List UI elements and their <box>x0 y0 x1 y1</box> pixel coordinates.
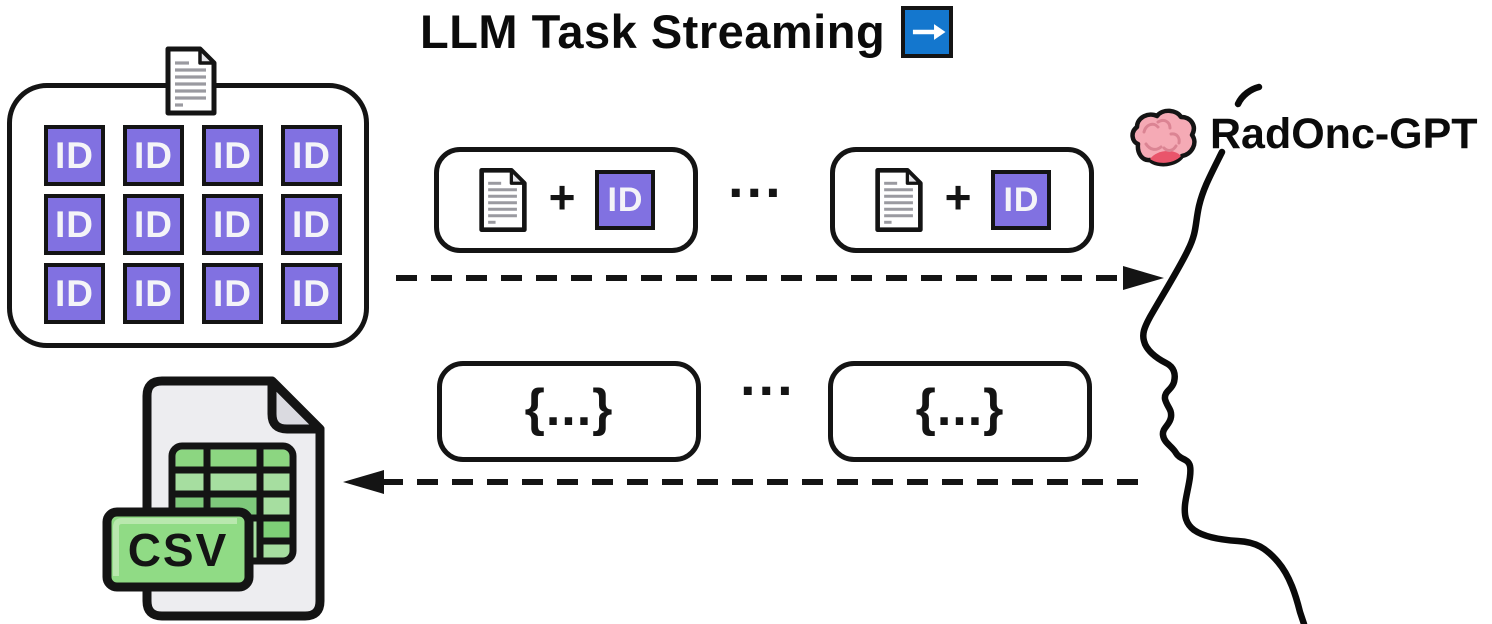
id-label: ID <box>134 272 173 314</box>
patient-id-chip: ID <box>595 170 656 230</box>
id-label: ID <box>213 203 252 245</box>
patient-id-chip: ID <box>123 125 184 186</box>
right-arrow-glyph <box>913 23 946 40</box>
csv-file-icon: CSV <box>102 376 325 621</box>
plus-sign: + <box>944 171 972 223</box>
patient-id-container: ID ID ID ID ID ID ID ID ID ID ID ID <box>7 83 369 348</box>
json-result-label: {...} <box>915 378 1005 437</box>
id-label: ID <box>134 203 173 245</box>
id-label: ID <box>292 134 331 176</box>
task-box: + ID <box>434 147 698 253</box>
result-box: {...} <box>437 361 701 462</box>
patient-id-chip: ID <box>281 194 342 255</box>
patient-id-chip: ID <box>202 125 263 186</box>
patient-id-chip: ID <box>123 263 184 324</box>
id-label: ID <box>1003 180 1040 219</box>
id-label: ID <box>292 272 331 314</box>
patient-id-chip: ID <box>44 125 105 186</box>
result-ellipsis: ... <box>740 344 796 407</box>
id-label: ID <box>213 134 252 176</box>
json-result-label: {...} <box>524 378 614 437</box>
patient-id-chip: ID <box>202 194 263 255</box>
response-arrow <box>343 470 1152 494</box>
id-label: ID <box>607 180 644 219</box>
patient-id-chip: ID <box>281 125 342 186</box>
result-box: {...} <box>828 361 1092 462</box>
document-icon <box>873 166 925 234</box>
task-ellipsis: ... <box>728 146 784 209</box>
csv-badge: CSV <box>102 507 254 592</box>
patient-id-grid: ID ID ID ID ID ID ID ID ID ID ID ID <box>44 125 342 324</box>
request-arrow <box>396 266 1164 290</box>
document-icon <box>477 166 529 234</box>
plus-sign: + <box>548 171 576 223</box>
id-label: ID <box>292 203 331 245</box>
patient-id-chip: ID <box>44 194 105 255</box>
id-label: ID <box>134 134 173 176</box>
title-row: LLM Task Streaming <box>420 4 954 59</box>
id-label: ID <box>55 272 94 314</box>
patient-id-chip: ID <box>281 263 342 324</box>
id-label: ID <box>213 272 252 314</box>
id-label: ID <box>55 134 94 176</box>
page-title: LLM Task Streaming <box>420 5 886 58</box>
csv-label: CSV <box>128 524 229 576</box>
id-label: ID <box>55 203 94 245</box>
stream-right-arrow-icon <box>901 5 954 58</box>
patient-id-chip: ID <box>202 263 263 324</box>
model-name: RadOnc-GPT <box>1210 110 1478 158</box>
brain-icon <box>1130 108 1197 167</box>
patient-id-chip: ID <box>44 263 105 324</box>
document-icon <box>163 45 219 117</box>
patient-id-chip: ID <box>123 194 184 255</box>
task-box: + ID <box>830 147 1094 253</box>
patient-id-chip: ID <box>991 170 1052 230</box>
